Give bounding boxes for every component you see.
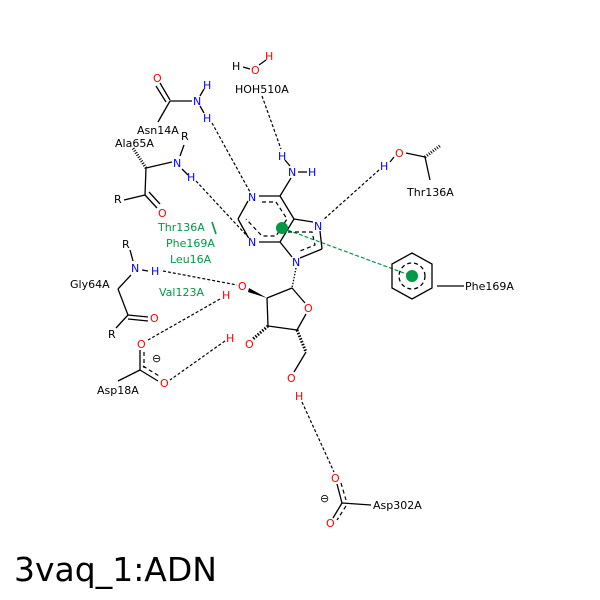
phe169-centroid-marker <box>406 270 418 282</box>
ring-centroid-marker <box>276 222 288 234</box>
ribose <box>248 267 308 373</box>
atom-n: N <box>173 157 181 170</box>
hydrophobic-label: Thr136A <box>157 221 205 234</box>
atom-h: H <box>295 390 303 403</box>
atom-h: H <box>222 289 230 302</box>
atom-n9: N <box>292 256 300 269</box>
residue-label-gly64a: Gly64A <box>70 278 110 291</box>
residue-label-asn14a: Asn14A <box>137 124 179 137</box>
atom-h: H <box>232 60 240 73</box>
atom-o: O <box>158 207 167 220</box>
atom-r: R <box>122 238 130 251</box>
atom-h: H <box>380 160 388 173</box>
hydrophobic-label: Leu16A <box>170 253 212 266</box>
adenine-ring <box>237 159 323 259</box>
residue-label-hoh510a: HOH510A <box>235 83 289 96</box>
pi-stacking-line <box>281 227 413 277</box>
atom-o: O <box>326 517 335 530</box>
atom-o: O <box>137 338 146 351</box>
atom-h: H <box>187 171 195 184</box>
atom-o: O <box>150 312 159 325</box>
atom-n6: N <box>288 166 296 179</box>
atom-o: O <box>160 377 169 390</box>
negative-charge-icon: ⊖ <box>152 352 161 365</box>
atom-h: H <box>265 50 273 63</box>
phe169-ring <box>391 252 464 300</box>
atom-n7: N <box>314 220 322 233</box>
residue-label-asp302a: Asp302A <box>373 499 422 512</box>
atom-r: R <box>108 328 116 341</box>
atom-n3: N <box>248 236 256 249</box>
atom-o: O <box>395 147 404 160</box>
atom-h: H <box>203 112 211 125</box>
residue-labels: Asn14A Ala65A HOH510A Thr136A Phe169A Gl… <box>70 83 514 512</box>
hydrogen-bonds <box>147 95 380 473</box>
atom-o: O <box>153 72 162 85</box>
hydrophobic-label: Phe169A <box>166 237 215 250</box>
residue-bonds <box>115 59 442 521</box>
atom-n: N <box>131 262 139 275</box>
atom-h: H <box>308 166 316 179</box>
atom-o3: O <box>245 338 254 351</box>
residue-atom-labels: O N H H O H H R N H R O R N H O R O O ⊖ … <box>108 50 404 530</box>
ligand-atom-labels: N N N N N H H O O H O H O H <box>222 150 322 403</box>
residue-label-phe169a: Phe169A <box>465 280 514 293</box>
diagram-title: 3vaq_1:ADN <box>14 550 217 589</box>
atom-h: H <box>151 265 159 278</box>
atom-o: O <box>331 472 340 485</box>
atom-o: O <box>251 64 260 77</box>
hydrophobic-label: Val123A <box>159 286 204 299</box>
atom-r: R <box>114 193 122 206</box>
residue-label-thr136a: Thr136A <box>406 186 454 199</box>
atom-h: H <box>203 79 211 92</box>
hydrophobic-arc <box>211 221 217 235</box>
atom-o4: O <box>304 302 313 315</box>
atom-o5: O <box>287 372 296 385</box>
atom-h: H <box>278 150 286 163</box>
negative-charge-icon: ⊖ <box>320 492 329 505</box>
atom-r: R <box>181 130 189 143</box>
atom-n1: N <box>248 191 256 204</box>
atom-o2: O <box>238 280 247 293</box>
residue-label-ala65a: Ala65A <box>115 137 154 150</box>
atom-h: H <box>226 332 234 345</box>
residue-label-asp18a: Asp18A <box>97 384 139 397</box>
hydrophobic-contacts: Thr136A Phe169A Leu16A Val123A <box>157 221 217 299</box>
atom-n: N <box>193 95 201 108</box>
